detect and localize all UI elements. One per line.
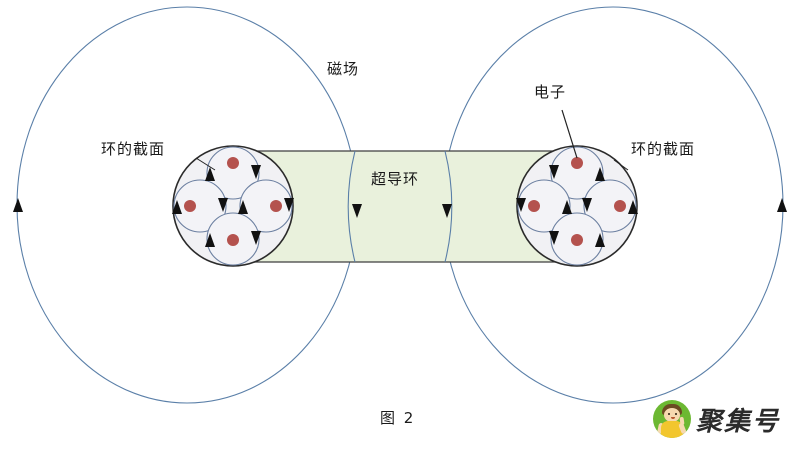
electron-dot — [571, 157, 583, 169]
orbit-arrow — [238, 200, 248, 214]
electron-dot — [227, 157, 239, 169]
watermark: 聚集号 — [653, 400, 780, 438]
orbit-arrow — [595, 167, 605, 181]
electron-dot — [227, 234, 239, 246]
electron-orbit-top — [550, 146, 604, 200]
field-loop-overlay-segments — [347, 150, 453, 263]
orbit-arrow — [205, 167, 215, 181]
orbit-arrow — [516, 198, 526, 212]
electron-dot — [571, 234, 583, 246]
watermark-text: 聚集号 — [696, 406, 781, 437]
cross-section-left — [172, 145, 294, 267]
electron-dot — [270, 200, 282, 212]
cross-section-right — [516, 145, 638, 267]
leader-cross-section-left — [195, 157, 216, 171]
leader-lines — [195, 109, 629, 171]
orbit-arrow — [218, 198, 228, 212]
field-arrow-left-outer — [13, 198, 23, 212]
electron-orbit-top — [206, 146, 260, 200]
orbit-arrow — [595, 233, 605, 247]
electron-dot — [184, 200, 196, 212]
electron-orbit-right — [583, 179, 637, 233]
orbit-arrow — [284, 198, 294, 212]
orbit-arrow — [205, 233, 215, 247]
label-electron: 电子 — [534, 83, 567, 101]
electron-orbit-right — [239, 179, 293, 233]
orbit-arrow — [251, 231, 261, 245]
electron-orbit-left — [517, 179, 571, 233]
orbit-arrow — [628, 200, 638, 214]
label-magnetic-field: 磁场 — [327, 60, 360, 78]
orbit-arrow — [172, 200, 182, 214]
orbit-arrow — [582, 198, 592, 212]
field-arrow-left-inner — [352, 204, 362, 218]
field-arrow-right-outer — [777, 198, 787, 212]
orbit-arrow — [549, 231, 559, 245]
figure-caption: 图 2 — [380, 409, 416, 427]
label-cross-section-right: 环的截面 — [631, 140, 696, 158]
watermark-mascot-icon — [653, 400, 691, 438]
electron-orbit-left — [173, 179, 227, 233]
orbit-arrow — [549, 165, 559, 179]
electron-dot — [614, 200, 626, 212]
leader-electron — [561, 109, 578, 159]
electron-dot — [528, 200, 540, 212]
orbit-arrow — [562, 200, 572, 214]
field-arrow-right-inner — [442, 204, 452, 218]
label-cross-section-left: 环的截面 — [101, 140, 166, 158]
leader-cross-section-right — [613, 159, 629, 171]
orbit-arrow — [251, 165, 261, 179]
field-direction-arrows — [13, 198, 787, 218]
label-superconducting-ring: 超导环 — [371, 170, 420, 188]
